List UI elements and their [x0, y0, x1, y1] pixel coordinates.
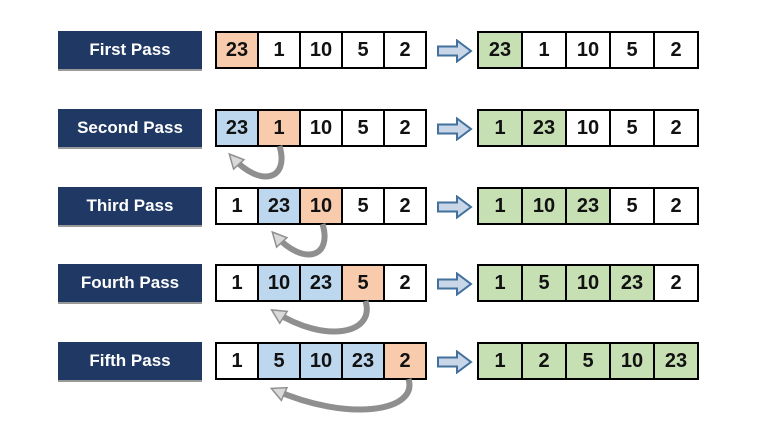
array-cell-sorted: 10	[565, 264, 611, 302]
step-arrow-icon	[437, 195, 473, 219]
array-cell-default: 2	[383, 264, 427, 302]
array-cell-sorted: 1	[477, 264, 523, 302]
array-cell-default: 1	[215, 342, 259, 380]
array-cell-default: 10	[299, 109, 343, 147]
array-cell-default: 10	[299, 31, 343, 69]
pass-label: Fifth Pass	[58, 342, 202, 380]
array-cell-default: 1	[215, 264, 259, 302]
pass-label: Second Pass	[58, 109, 202, 147]
pass-label: Fourth Pass	[58, 264, 202, 302]
array-cell-sorted: 23	[521, 109, 567, 147]
array-cell-default: 5	[341, 109, 385, 147]
array-cell-current: 23	[215, 31, 259, 69]
array-cell-default: 2	[383, 109, 427, 147]
array-cell-default: 5	[609, 31, 655, 69]
array-cell-default: 10	[565, 109, 611, 147]
array-cell-sorted: 23	[477, 31, 523, 69]
array-cell-default: 5	[609, 109, 655, 147]
step-arrow-icon	[437, 272, 473, 296]
array-cell-sorted: 23	[653, 342, 699, 380]
array-cell-default: 2	[653, 109, 699, 147]
pass-label: First Pass	[58, 31, 202, 69]
array-cell-sorted: 2	[521, 342, 567, 380]
array-cell-sorted: 5	[521, 264, 567, 302]
move-arrow-icon	[269, 378, 413, 413]
array-cell-sorted: 23	[609, 264, 655, 302]
array-cell-shifted: 23	[341, 342, 385, 380]
array-cell-current: 1	[257, 109, 301, 147]
array-cell-shifted: 10	[257, 264, 301, 302]
array-cell-default: 1	[215, 187, 259, 225]
array-cell-default: 10	[565, 31, 611, 69]
array-cell-default: 2	[653, 187, 699, 225]
step-arrow-icon	[437, 117, 473, 141]
array-cell-sorted: 23	[565, 187, 611, 225]
array-cell-default: 5	[609, 187, 655, 225]
array-cell-sorted: 10	[609, 342, 655, 380]
array-cell-shifted: 23	[215, 109, 259, 147]
array-cell-default: 1	[521, 31, 567, 69]
array-cell-default: 1	[257, 31, 301, 69]
step-arrow-icon	[437, 350, 473, 374]
array-cell-current: 10	[299, 187, 343, 225]
array-cell-sorted: 1	[477, 187, 523, 225]
array-cell-shifted: 23	[257, 187, 301, 225]
array-cell-default: 2	[383, 31, 427, 69]
array-cell-default: 2	[653, 264, 699, 302]
array-cell-shifted: 23	[299, 264, 343, 302]
array-cell-sorted: 1	[477, 109, 523, 147]
array-cell-sorted: 5	[565, 342, 611, 380]
array-cell-current: 5	[341, 264, 385, 302]
step-arrow-icon	[437, 39, 473, 63]
array-cell-default: 5	[341, 31, 385, 69]
array-cell-sorted: 10	[521, 187, 567, 225]
array-cell-default: 2	[653, 31, 699, 69]
array-cell-current: 2	[383, 342, 427, 380]
array-cell-default: 2	[383, 187, 427, 225]
array-cell-sorted: 1	[477, 342, 523, 380]
array-cell-shifted: 5	[257, 342, 301, 380]
array-cell-shifted: 10	[299, 342, 343, 380]
pass-label: Third Pass	[58, 187, 202, 225]
array-cell-default: 5	[341, 187, 385, 225]
